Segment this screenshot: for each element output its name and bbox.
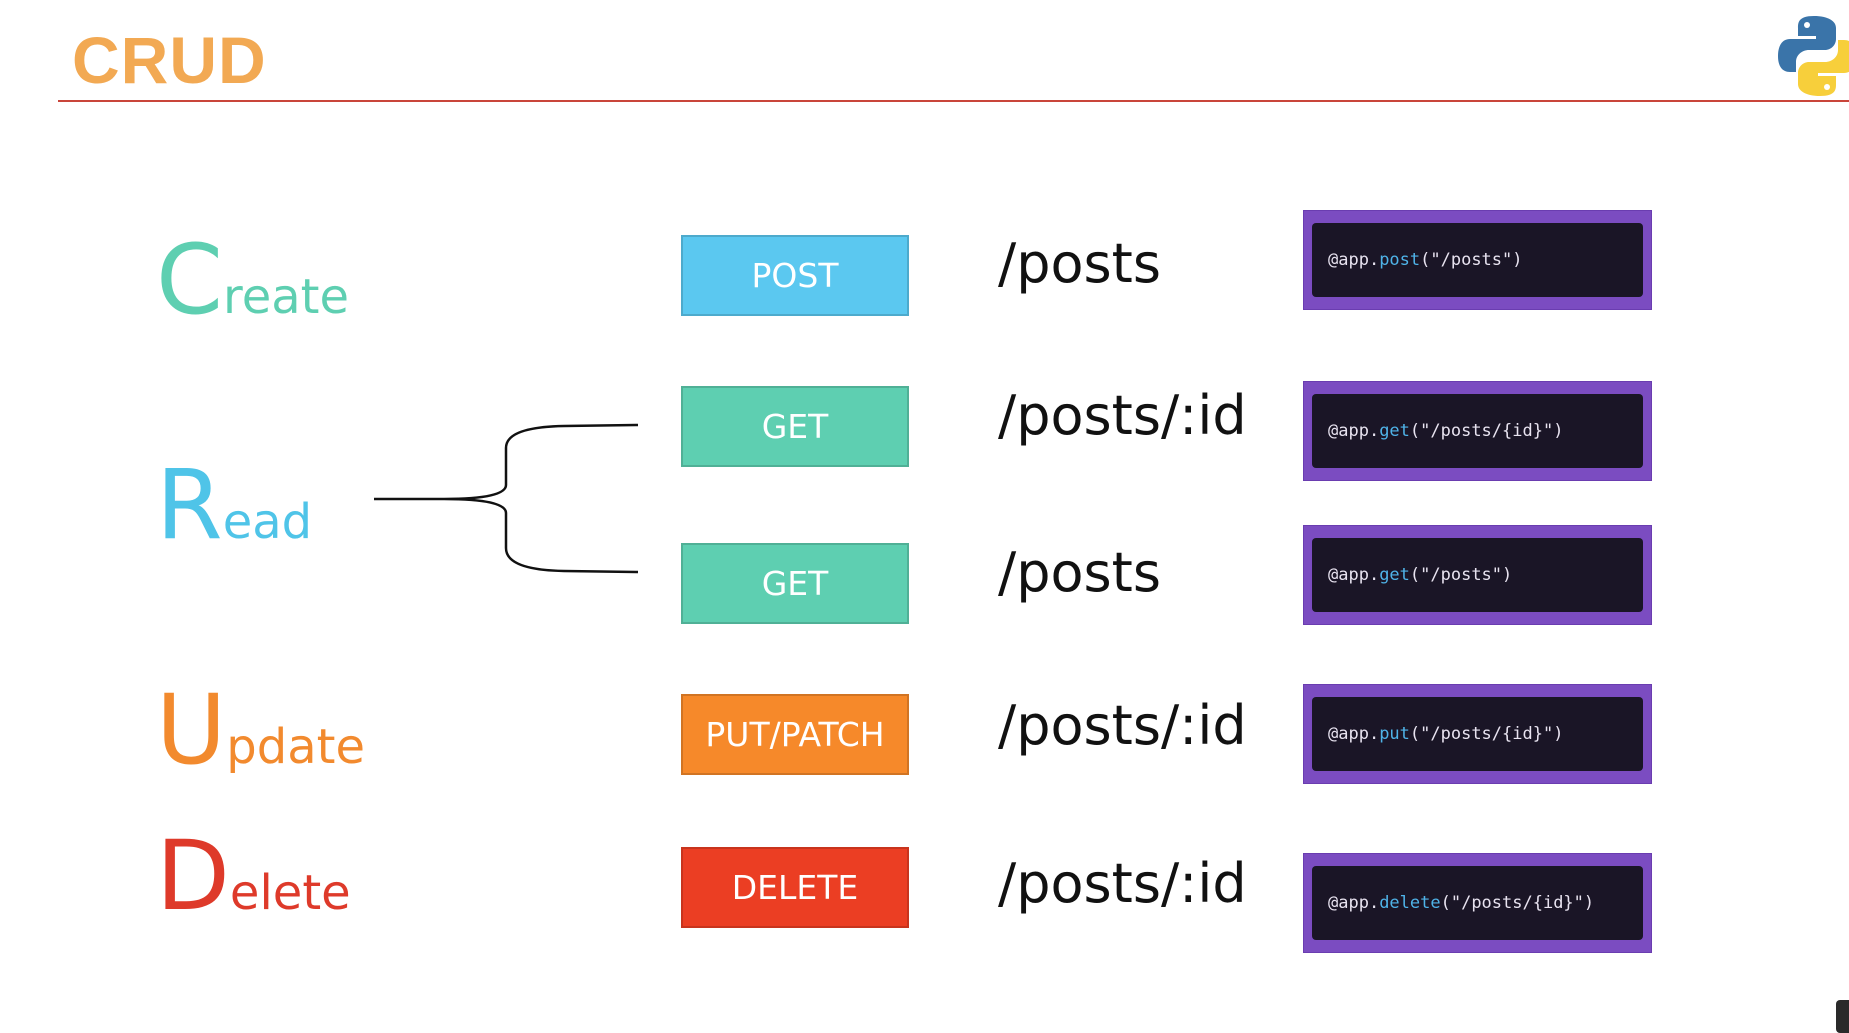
code-snippet: @app.delete("/posts/{id}") — [1303, 853, 1652, 953]
operation-update: Update — [156, 682, 365, 778]
code-args: ("/posts") — [1409, 565, 1513, 585]
route-path: /posts — [998, 541, 1161, 604]
http-method-badge: DELETE — [681, 847, 909, 928]
code-prefix: @app. — [1328, 893, 1380, 913]
http-method-badge: GET — [681, 543, 909, 624]
corner-widget-icon — [1836, 1000, 1849, 1033]
code-function: get — [1379, 421, 1410, 441]
code-line: @app.get("/posts/{id}") — [1312, 394, 1643, 468]
code-function: delete — [1379, 893, 1441, 913]
operation-rest: ead — [222, 494, 313, 550]
code-snippet: @app.put("/posts/{id}") — [1303, 684, 1652, 784]
route-path: /posts/:id — [998, 694, 1247, 757]
code-snippet: @app.post("/posts") — [1303, 210, 1652, 310]
operation-initial: U — [156, 674, 227, 786]
code-line: @app.put("/posts/{id}") — [1312, 697, 1643, 771]
code-line: @app.delete("/posts/{id}") — [1312, 866, 1643, 940]
python-logo-icon — [1778, 16, 1849, 96]
operation-initial: R — [156, 449, 223, 561]
operation-rest: elete — [229, 865, 351, 921]
page-title: CRUD — [72, 23, 267, 97]
operation-rest: reate — [223, 269, 350, 325]
read-brace-connector — [374, 423, 639, 574]
code-snippet: @app.get("/posts/{id}") — [1303, 381, 1652, 481]
operation-initial: C — [156, 224, 224, 336]
code-args: ("/posts/{id}") — [1440, 893, 1595, 913]
code-prefix: @app. — [1328, 565, 1380, 585]
http-method-badge: GET — [681, 386, 909, 467]
code-prefix: @app. — [1328, 724, 1380, 744]
code-args: ("/posts/{id}") — [1409, 421, 1564, 441]
operation-create: Create — [156, 232, 349, 328]
http-method-badge: PUT/PATCH — [681, 694, 909, 775]
code-function: get — [1379, 565, 1410, 585]
route-path: /posts/:id — [998, 384, 1247, 447]
operation-initial: D — [156, 820, 230, 932]
operation-rest: pdate — [226, 719, 365, 775]
route-path: /posts/:id — [998, 852, 1247, 915]
code-snippet: @app.get("/posts") — [1303, 525, 1652, 625]
code-prefix: @app. — [1328, 250, 1380, 270]
code-args: ("/posts/{id}") — [1409, 724, 1564, 744]
code-function: post — [1379, 250, 1421, 270]
title-divider — [58, 100, 1849, 102]
code-prefix: @app. — [1328, 421, 1380, 441]
code-args: ("/posts") — [1420, 250, 1523, 270]
code-function: put — [1379, 724, 1410, 744]
code-line: @app.get("/posts") — [1312, 538, 1643, 612]
operation-delete: Delete — [156, 828, 351, 924]
operation-read: Read — [156, 457, 312, 553]
http-method-badge: POST — [681, 235, 909, 316]
route-path: /posts — [998, 232, 1161, 295]
code-line: @app.post("/posts") — [1312, 223, 1643, 297]
